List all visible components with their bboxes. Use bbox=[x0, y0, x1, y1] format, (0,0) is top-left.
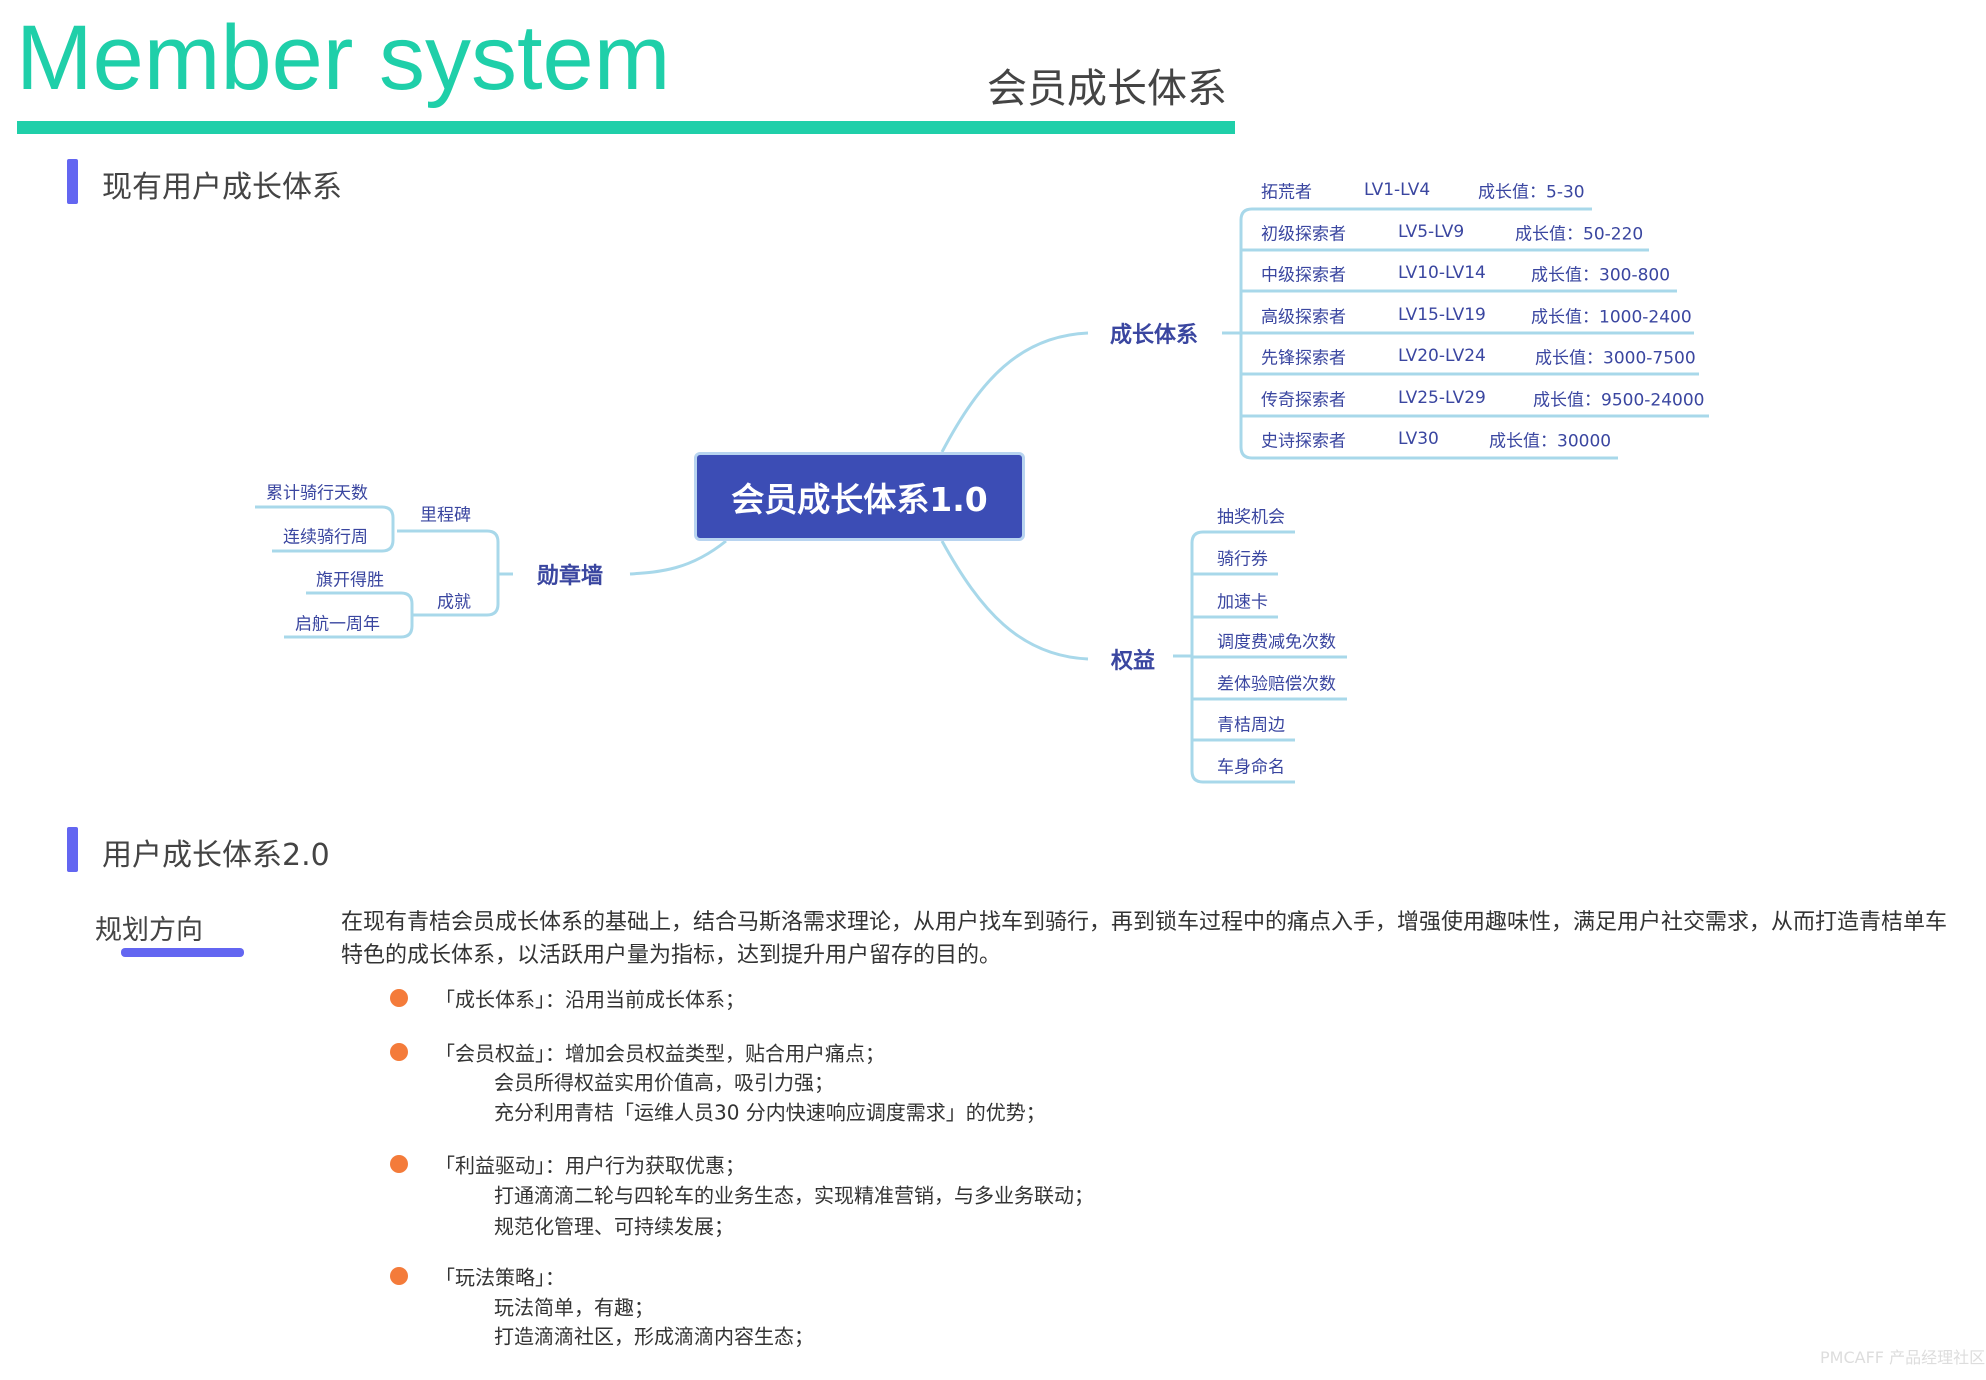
level-value: 成长值：30000 bbox=[1489, 431, 1612, 452]
level-range: LV10-LV14 bbox=[1398, 263, 1486, 283]
plan-label: 规划方向 bbox=[95, 915, 203, 946]
level-value: 成长值：5-30 bbox=[1478, 182, 1585, 203]
bullet-detail: 规范化管理、可持续发展； bbox=[494, 1214, 734, 1239]
level-value: 成长值：3000-7500 bbox=[1535, 348, 1696, 369]
rights-item: 青桔周边 bbox=[1217, 715, 1285, 736]
bullet-dot-icon bbox=[390, 1267, 408, 1285]
medal-item: 旗开得胜 bbox=[316, 570, 384, 591]
medal-item: 启航一周年 bbox=[295, 614, 380, 635]
page-title: Member system bbox=[16, 7, 671, 109]
bullet-heading: 「成长体系」：沿用当前成长体系； bbox=[435, 987, 745, 1012]
section-marker bbox=[67, 159, 78, 204]
rights-item: 差体验赔偿次数 bbox=[1217, 674, 1336, 695]
bullet-detail: 打通滴滴二轮与四轮车的业务生态，实现精准营销，与多业务联动； bbox=[494, 1183, 1094, 1208]
level-name: 高级探索者 bbox=[1261, 307, 1346, 328]
medal-item: 累计骑行天数 bbox=[266, 483, 368, 504]
level-value: 成长值：300-800 bbox=[1531, 265, 1671, 286]
bullet-detail: 充分利用青桔「运维人员30 分内快速响应调度需求」的优势； bbox=[494, 1100, 1046, 1125]
level-name: 中级探索者 bbox=[1261, 265, 1346, 286]
medal-item: 连续骑行周 bbox=[283, 527, 368, 548]
branch-rights: 权益 bbox=[1111, 649, 1156, 674]
achievement-bracket bbox=[284, 591, 414, 639]
level-name: 先锋探索者 bbox=[1261, 348, 1346, 369]
bullet-dot-icon bbox=[390, 989, 408, 1007]
bullet-dot-icon bbox=[390, 1043, 408, 1061]
level-name: 传奇探索者 bbox=[1261, 390, 1346, 411]
section-marker bbox=[67, 827, 78, 872]
level-name: 初级探索者 bbox=[1261, 224, 1346, 245]
bullet-heading: 「玩法策略」： bbox=[435, 1265, 565, 1290]
bullet-detail: 打造滴滴社区，形成滴滴内容生态； bbox=[494, 1324, 814, 1349]
level-range: LV5-LV9 bbox=[1398, 222, 1465, 242]
group-achievement: 成就 bbox=[437, 592, 471, 613]
level-range: LV15-LV19 bbox=[1398, 305, 1486, 325]
connector-medals bbox=[629, 539, 727, 576]
section-title: 现有用户成长体系 bbox=[102, 170, 342, 205]
connector-growth bbox=[940, 331, 1089, 453]
bullet-heading: 「会员权益」：增加会员权益类型，贴合用户痛点； bbox=[435, 1041, 885, 1066]
level-range: LV30 bbox=[1398, 429, 1439, 449]
level-range: LV25-LV29 bbox=[1398, 388, 1486, 408]
milestone-bracket bbox=[255, 505, 395, 553]
level-value: 成长值：50-220 bbox=[1515, 224, 1644, 245]
level-range: LV1-LV4 bbox=[1364, 180, 1431, 200]
section-title: 用户成长体系2.0 bbox=[102, 838, 330, 873]
medals-bracket bbox=[397, 529, 500, 617]
bullet-dot-icon bbox=[390, 1155, 408, 1173]
rights-item: 调度费减免次数 bbox=[1217, 632, 1336, 653]
page-subtitle: 会员成长体系 bbox=[987, 66, 1227, 112]
level-name: 拓荒者 bbox=[1261, 182, 1312, 203]
rights-item: 骑行券 bbox=[1217, 549, 1268, 570]
connector-rights bbox=[940, 540, 1089, 661]
branch-medals: 勋章墙 bbox=[537, 564, 604, 589]
title-divider bbox=[17, 121, 1235, 134]
rights-item: 加速卡 bbox=[1217, 592, 1268, 613]
plan-underline bbox=[121, 948, 244, 957]
bullet-detail: 玩法简单，有趣； bbox=[494, 1295, 654, 1320]
level-range: LV20-LV24 bbox=[1398, 346, 1486, 366]
bullet-detail: 会员所得权益实用价值高，吸引力强； bbox=[494, 1070, 834, 1095]
group-milestone: 里程碑 bbox=[420, 505, 471, 526]
plan-paragraph: 在现有青桔会员成长体系的基础上，结合马斯洛需求理论，从用户找车到骑行，再到锁车过… bbox=[341, 910, 1948, 968]
rights-item: 抽奖机会 bbox=[1217, 507, 1285, 528]
center-node: 会员成长体系1.0 bbox=[694, 452, 1025, 541]
rights-item: 车身命名 bbox=[1217, 757, 1285, 778]
level-value: 成长值：1000-2400 bbox=[1531, 307, 1692, 328]
watermark: PMCAFF 产品经理社区 bbox=[1820, 1348, 1986, 1367]
level-value: 成长值：9500-24000 bbox=[1533, 390, 1705, 411]
level-name: 史诗探索者 bbox=[1261, 431, 1346, 452]
bullet-heading: 「利益驱动」：用户行为获取优惠； bbox=[435, 1153, 745, 1178]
branch-growth: 成长体系 bbox=[1110, 323, 1199, 348]
